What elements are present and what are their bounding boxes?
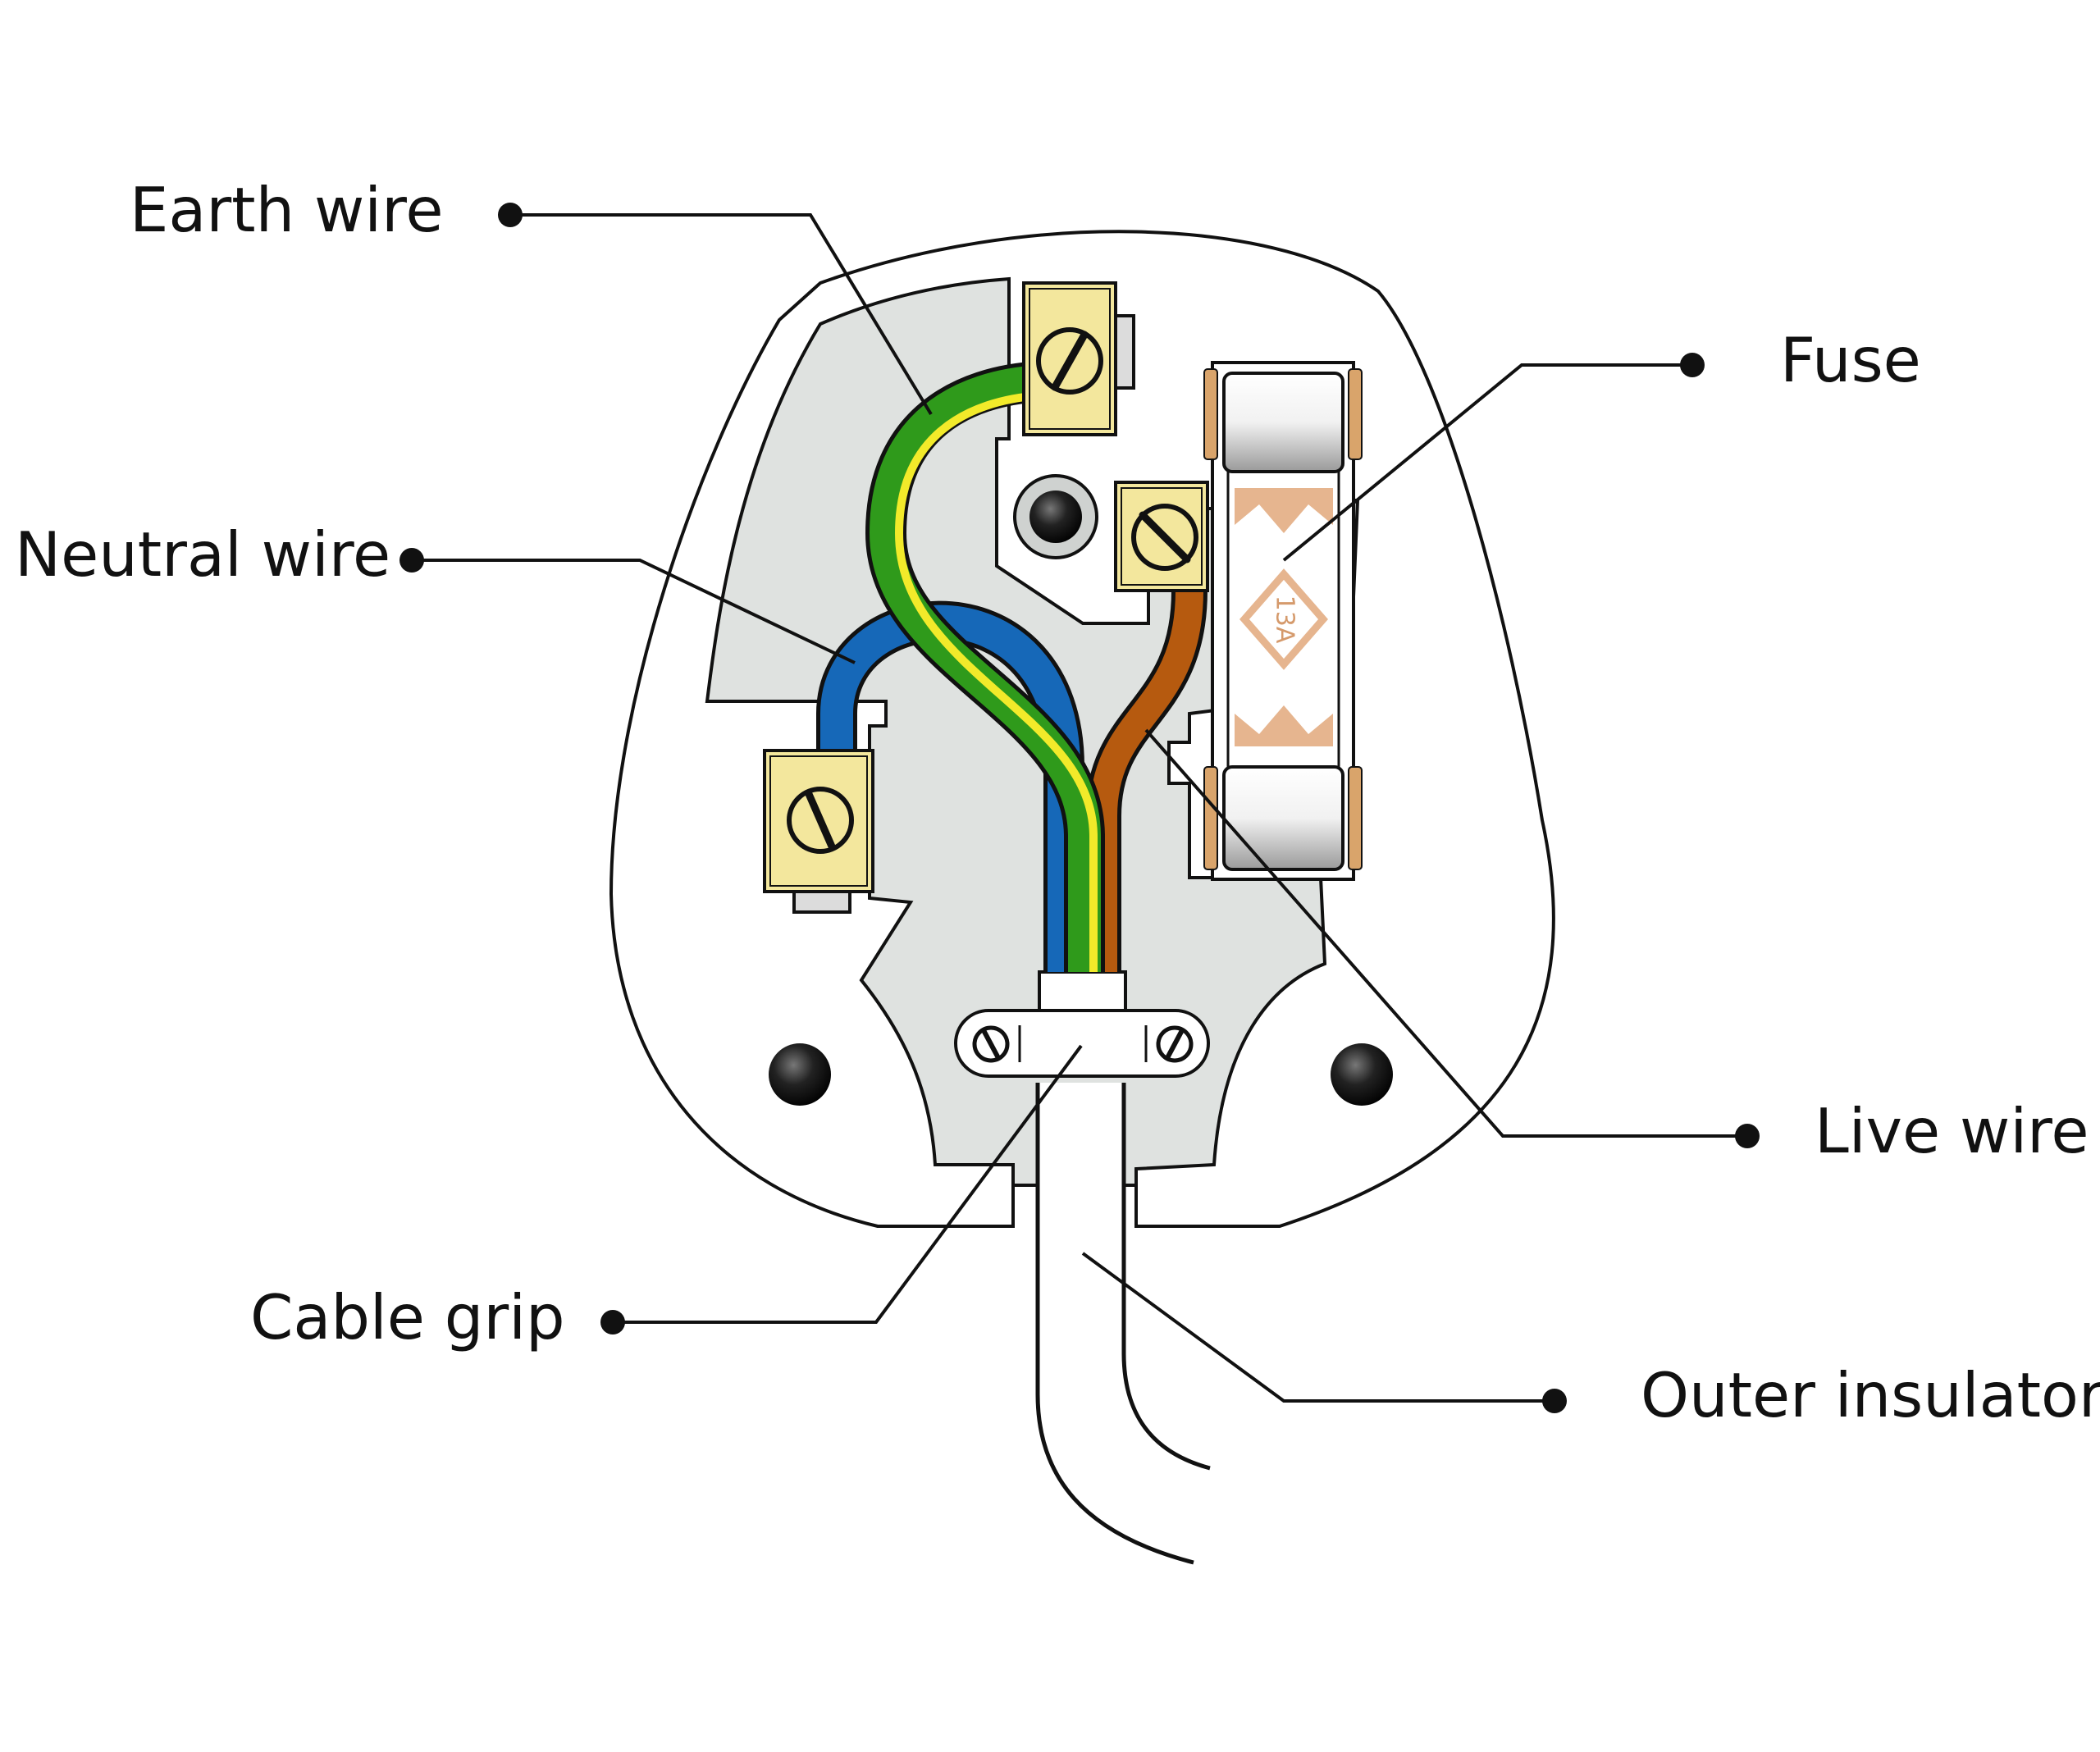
leader-lines bbox=[412, 213, 1747, 1403]
earth-wire-stripe bbox=[894, 391, 1098, 972]
fuse: 13A bbox=[1203, 361, 1363, 881]
right-screw-hole bbox=[1331, 1043, 1393, 1106]
leader-dots bbox=[399, 203, 1760, 1413]
earth-wire-core bbox=[869, 365, 1101, 972]
cable-grip-dot bbox=[600, 1310, 625, 1335]
label-outer-insulator: Outer insulator bbox=[1641, 1359, 2100, 1431]
live-wire-dot bbox=[1735, 1124, 1760, 1148]
neutral-terminal bbox=[763, 749, 874, 914]
outer-insulator-dot bbox=[1542, 1389, 1567, 1413]
outer-insulator bbox=[1035, 1083, 1211, 1565]
neutral-wire-leader bbox=[412, 559, 856, 664]
earth-terminal bbox=[1022, 281, 1135, 436]
neutral-wire-dot bbox=[399, 548, 424, 573]
live-terminal bbox=[1114, 481, 1209, 592]
live-wire-leader bbox=[1144, 728, 1747, 1138]
label-neutral-wire: Neutral wire bbox=[15, 518, 390, 591]
earth-wire-leader bbox=[510, 213, 933, 416]
cable-grip bbox=[954, 1009, 1210, 1078]
earth-wire-dot bbox=[498, 203, 523, 227]
neutral-wire-core bbox=[820, 605, 1080, 972]
fuse-dot bbox=[1680, 353, 1705, 377]
fuse-leader bbox=[1282, 363, 1692, 562]
earth-pin-hole bbox=[1029, 490, 1082, 543]
fuse-rating: 13A bbox=[1271, 595, 1299, 644]
wires bbox=[816, 361, 1208, 972]
live-wire-core bbox=[1089, 590, 1203, 972]
cable-grip-leader bbox=[613, 1044, 1083, 1324]
label-fuse: Fuse bbox=[1780, 324, 1921, 396]
label-cable-grip: Cable grip bbox=[250, 1281, 565, 1353]
label-earth-wire: Earth wire bbox=[130, 174, 443, 246]
outer-insulator-leader bbox=[1081, 1252, 1554, 1403]
left-screw-hole bbox=[769, 1043, 831, 1106]
label-live-wire: Live wire bbox=[1815, 1095, 2089, 1167]
